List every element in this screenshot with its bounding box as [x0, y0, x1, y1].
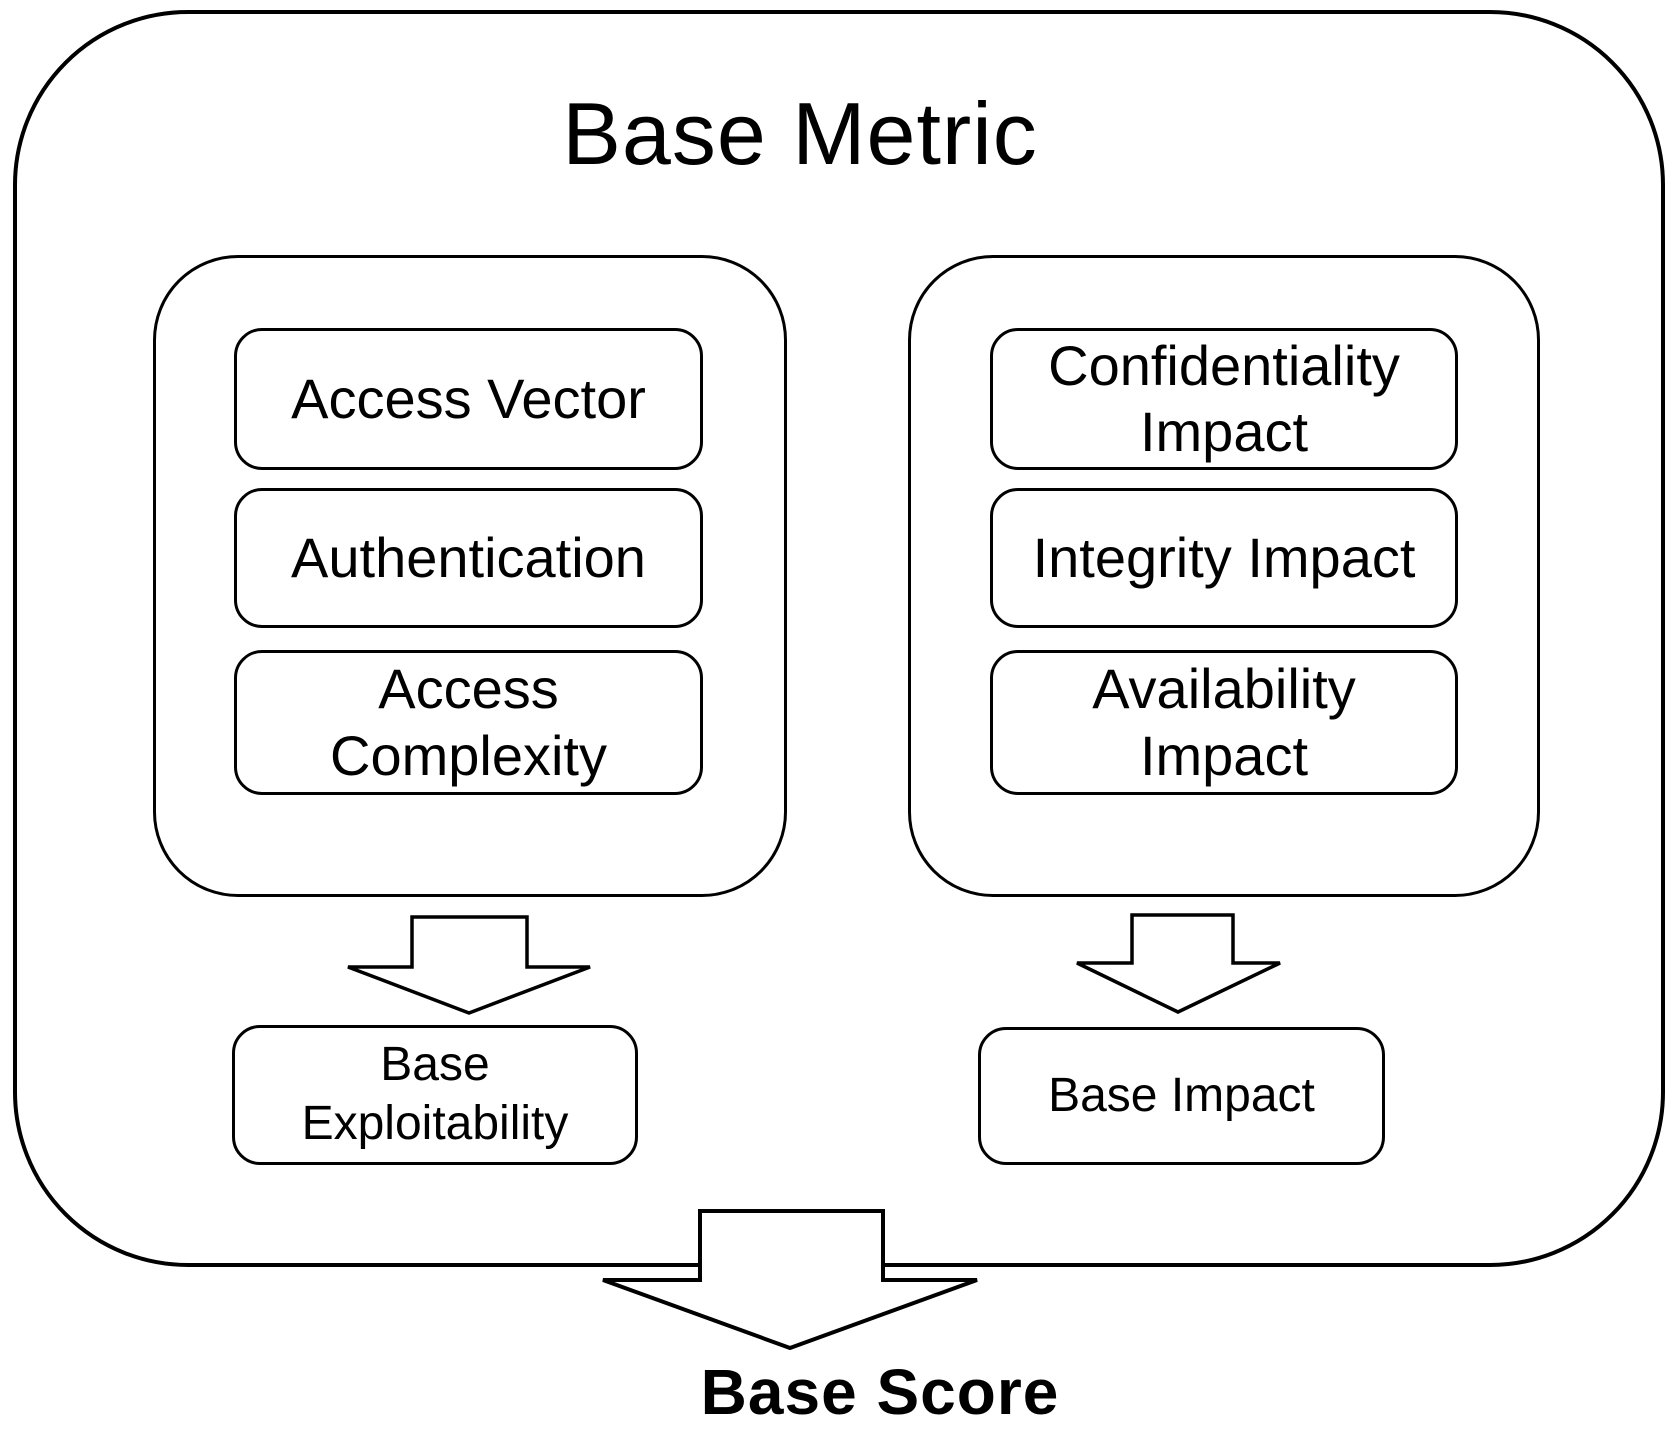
metric-box-availability-impact: Availability Impact [990, 650, 1458, 795]
metric-box-access-vector: Access Vector [234, 328, 703, 470]
metric-box-authentication: Authentication [234, 488, 703, 628]
result-box-base-exploitability: Base Exploitability [232, 1025, 638, 1165]
metric-box-integrity-impact: Integrity Impact [990, 488, 1458, 628]
diagram-title: Base Metric [562, 84, 1038, 183]
metric-box-confidentiality-impact: Confidentiality Impact [990, 328, 1458, 470]
down-arrow-icon-exploitability [347, 915, 591, 1015]
metric-box-access-complexity: Access Complexity [234, 650, 703, 795]
down-arrow-icon-impact [1076, 913, 1281, 1014]
down-arrow-icon-base-score [602, 1209, 978, 1350]
base-score-label: Base Score [700, 1356, 1060, 1428]
result-box-base-impact: Base Impact [978, 1027, 1385, 1165]
